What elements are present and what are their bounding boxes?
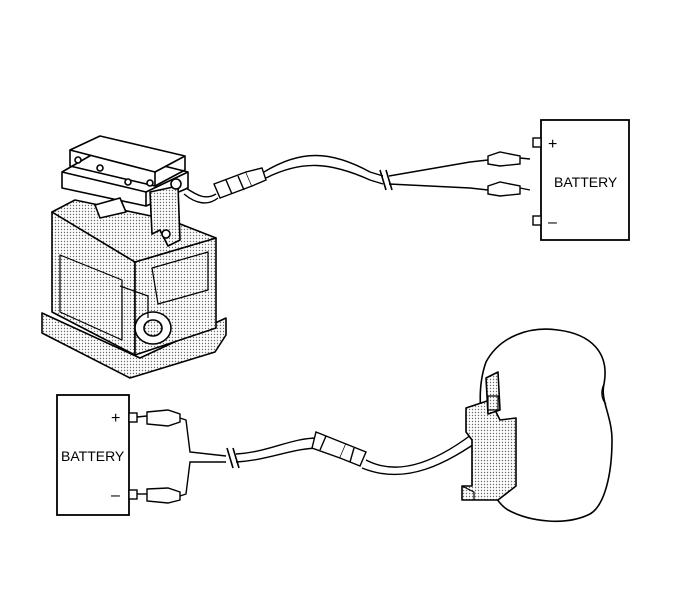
module-assembly — [41, 135, 227, 379]
upper-test-probes — [487, 151, 531, 197]
upper-harness — [183, 154, 489, 204]
sensor-assembly — [461, 328, 613, 523]
upper-battery-negative-post — [532, 215, 542, 226]
upper-battery: + – BATTERY — [532, 119, 630, 241]
upper-battery-positive-sign: + — [548, 136, 557, 153]
lower-battery-label: BATTERY — [61, 448, 125, 464]
lower-battery: + – BATTERY — [56, 394, 138, 516]
upper-battery-positive-post — [532, 137, 542, 148]
upper-battery-negative-sign: – — [548, 214, 557, 231]
lower-battery-positive-post — [128, 412, 138, 423]
lower-battery-positive-sign: + — [111, 410, 120, 427]
lower-battery-negative-sign: – — [111, 487, 120, 504]
lower-harness — [179, 411, 507, 497]
upper-battery-label: BATTERY — [554, 174, 618, 190]
lower-test-probes — [136, 409, 181, 504]
lower-battery-negative-post — [128, 489, 138, 500]
